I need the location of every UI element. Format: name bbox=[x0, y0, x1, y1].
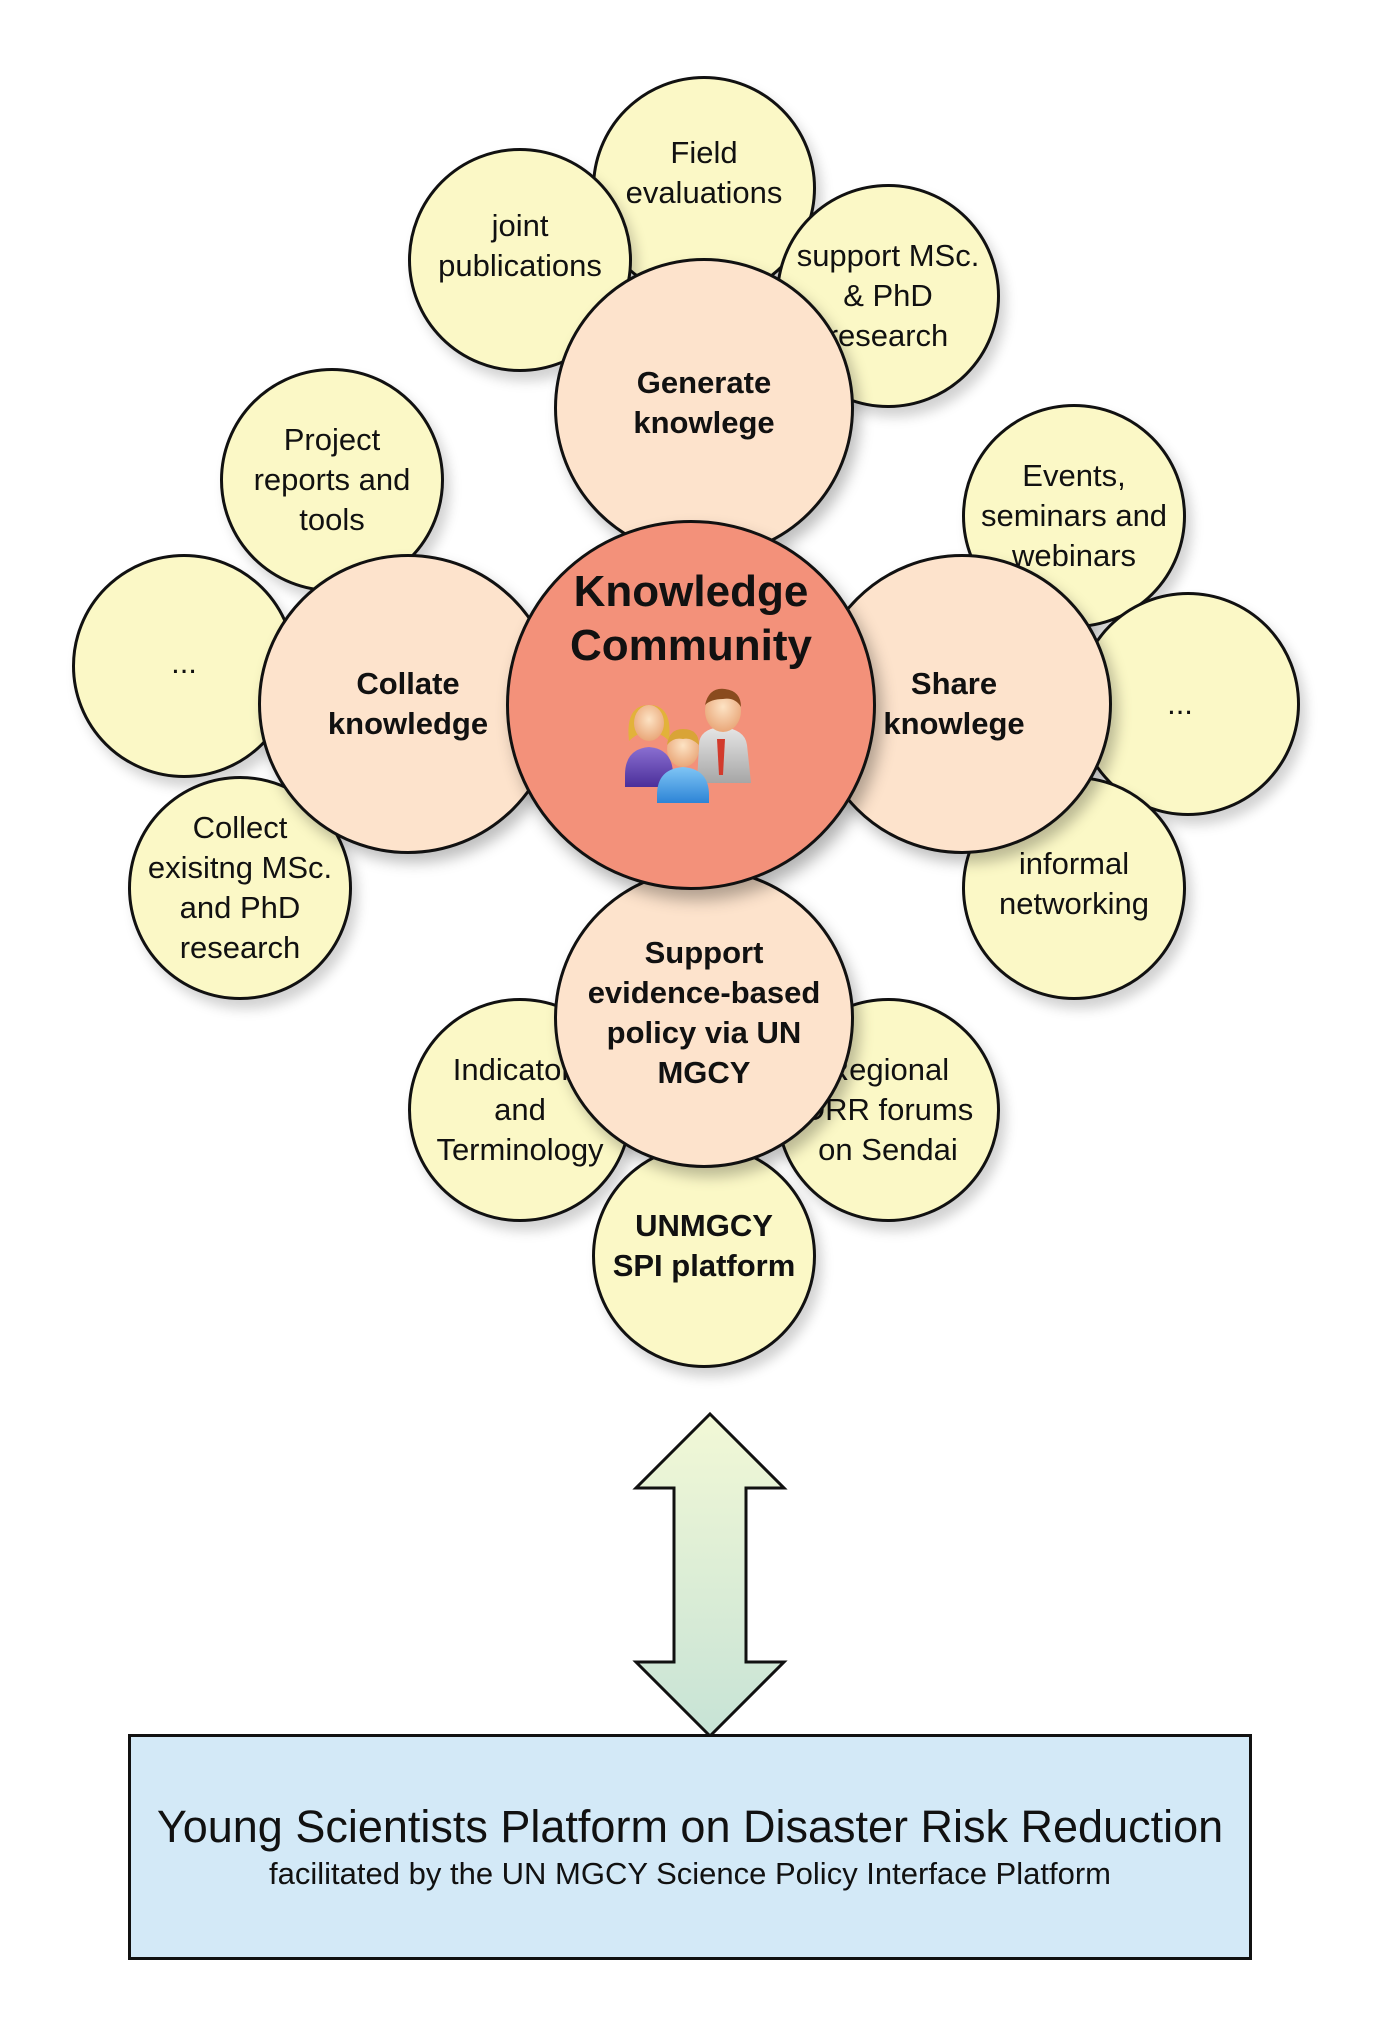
people-group-icon bbox=[625, 688, 751, 803]
leaf-informal-networking-label: informal networking bbox=[999, 846, 1149, 921]
petal-support-policy: Support evidence-based policy via UN MGC… bbox=[554, 868, 854, 1168]
leaf-events-seminars-webinars: Events, seminars and webinars bbox=[962, 404, 1186, 628]
leaf-share-more: ... bbox=[1076, 592, 1300, 816]
platform-box: Young Scientists Platform on Disaster Ri… bbox=[128, 1734, 1252, 1960]
leaf-share-more-label: ... bbox=[1167, 686, 1193, 721]
leaf-indicators-terminology-label: Indicators and Terminology bbox=[436, 1052, 604, 1167]
petal-collate-label: Collate knowledge bbox=[327, 666, 489, 741]
core-knowledge-community: Knowledge Community bbox=[506, 520, 876, 890]
leaf-unmgcy-spi-platform: UNMGCY SPI platform bbox=[592, 1144, 816, 1368]
leaf-regional-drr-label: Regional DRR forums on Sendai bbox=[802, 1052, 974, 1167]
leaf-field-evaluations-label: Field evaluations bbox=[625, 135, 783, 210]
leaf-events-seminars-label: Events, seminars and webinars bbox=[980, 458, 1168, 573]
platform-subtitle: facilitated by the UN MGCY Science Polic… bbox=[269, 1856, 1111, 1891]
petal-share-label: Share knowlege bbox=[883, 666, 1025, 741]
leaf-joint-publications-label: joint publications bbox=[438, 208, 602, 283]
core-title: Knowledge Community bbox=[570, 567, 812, 670]
leaf-collect-existing-label: Collect exisitng MSc. and PhD research bbox=[147, 810, 333, 965]
leaf-collate-more: ... bbox=[72, 554, 296, 778]
double-arrow-icon bbox=[632, 1411, 788, 1739]
leaf-unmgcy-spi-label: UNMGCY SPI platform bbox=[612, 1208, 796, 1283]
leaf-collate-more-label: ... bbox=[171, 645, 197, 680]
leaf-project-reports: Project reports and tools bbox=[220, 368, 444, 592]
leaf-project-reports-label: Project reports and tools bbox=[253, 422, 411, 537]
petal-generate-label: Generate knowlege bbox=[633, 365, 775, 440]
leaf-support-msc-phd-label: support MSc. & PhD research bbox=[796, 238, 980, 353]
petal-support-label: Support evidence-based policy via UN MGC… bbox=[587, 935, 821, 1090]
platform-title: Young Scientists Platform on Disaster Ri… bbox=[156, 1801, 1224, 1852]
petal-generate-knowledge: Generate knowlege bbox=[554, 258, 854, 558]
